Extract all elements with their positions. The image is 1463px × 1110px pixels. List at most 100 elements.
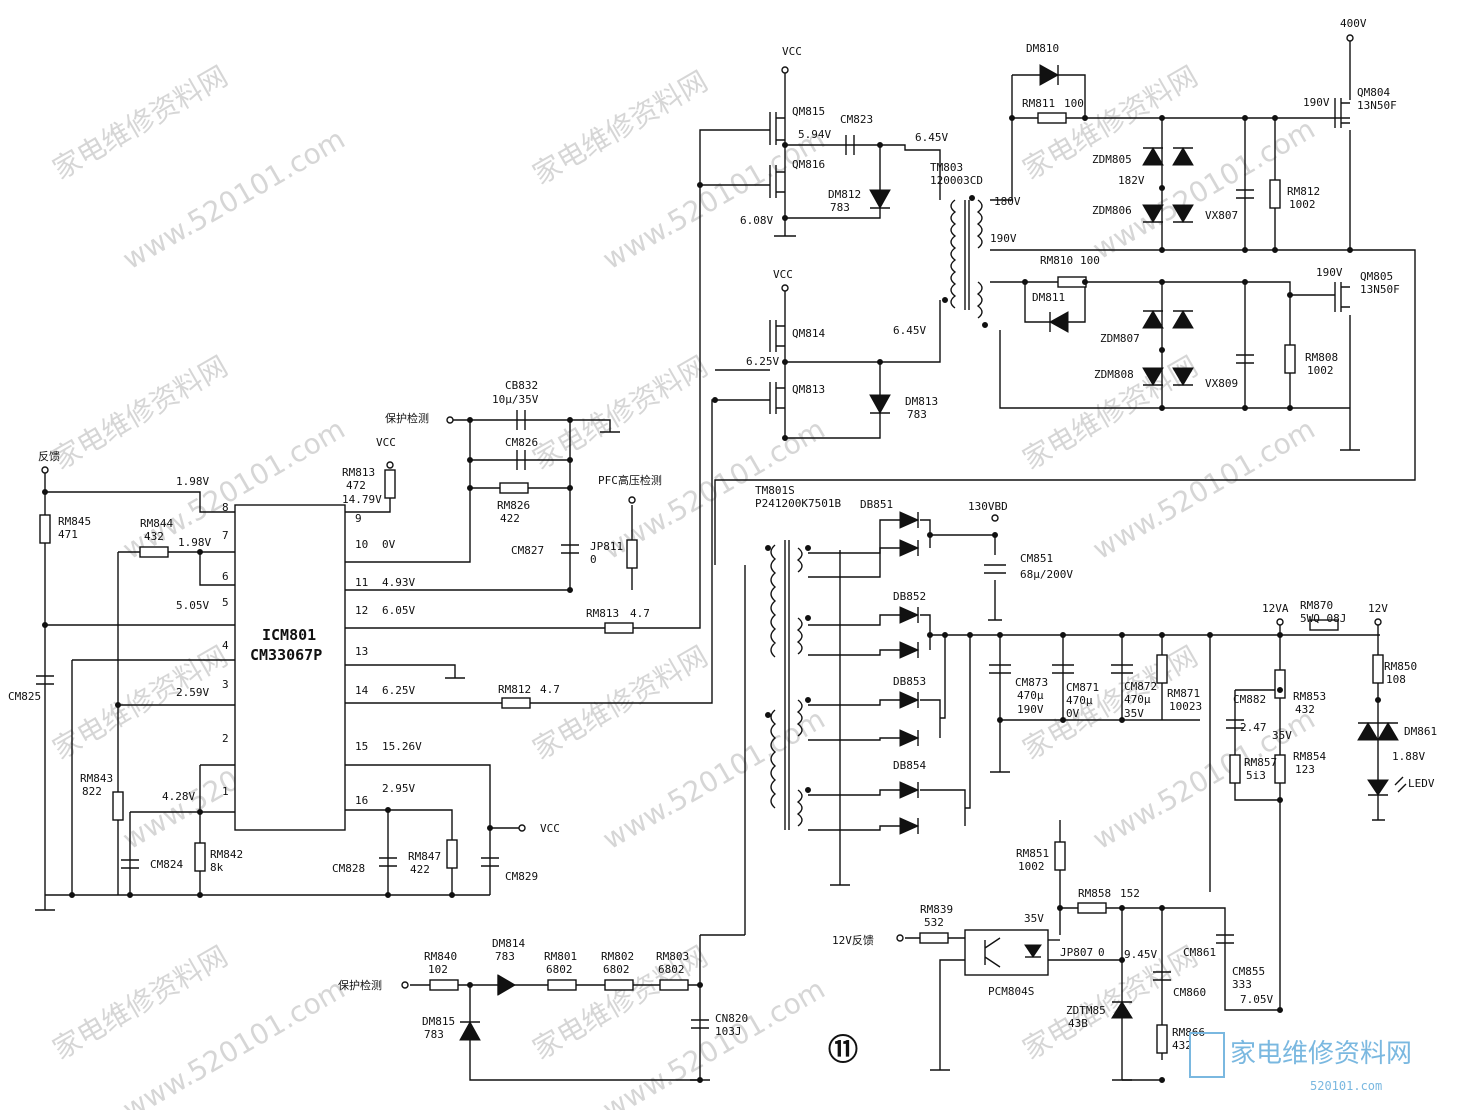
value-ZDM805: 182V xyxy=(1118,174,1145,187)
value-DM814: 783 xyxy=(495,950,515,963)
value-RM839: 532 xyxy=(924,916,944,929)
ref-RM871: RM871 xyxy=(1167,687,1200,700)
component-labels: RM845 471 RM844 432 CM825 RM843 822 CM82… xyxy=(8,42,1437,1052)
ref-PCM804S: PCM804S xyxy=(988,985,1034,998)
pin-number: 4 xyxy=(222,639,229,652)
value-RM851: 1002 xyxy=(1018,860,1045,873)
pin-number: 15 xyxy=(355,740,368,753)
ref-CM826: CM826 xyxy=(505,436,538,449)
value-CM882: 2.47 xyxy=(1240,721,1267,734)
value-RM810: 100 xyxy=(1080,254,1100,267)
volt-247: 7.05V xyxy=(1240,993,1273,1006)
ref-DB851: DB851 xyxy=(860,498,893,511)
pin-voltage: 4.93V xyxy=(382,576,415,589)
value-RM808: 1002 xyxy=(1307,364,1334,377)
value-TM803: 120003CD xyxy=(930,174,983,187)
value-CM851: 68μ/200V xyxy=(1020,568,1073,581)
value-RM813b: 4.7 xyxy=(630,607,650,620)
label-pfc-detect: PFC高压检测 xyxy=(598,473,662,487)
volt-35a: 190V xyxy=(1017,703,1044,716)
pin-number: 16 xyxy=(355,794,368,807)
value-JP807: 0 xyxy=(1098,946,1105,959)
value-RM866: 432 xyxy=(1172,1039,1192,1052)
ref-RM812b: RM812 xyxy=(1287,185,1320,198)
value-QM814: 6.25V xyxy=(746,355,779,368)
ref-QM815: QM815 xyxy=(792,105,825,118)
ref-CM873: CM873 xyxy=(1015,676,1048,689)
watermark-url: www.520101.com xyxy=(1087,412,1321,566)
ic-ref: ICM801 xyxy=(262,626,316,644)
ref-RM839: RM839 xyxy=(920,903,953,916)
pin-number: 14 xyxy=(355,684,369,697)
volt-705: 35V xyxy=(1024,912,1044,925)
ref-RM803: RM803 xyxy=(656,950,689,963)
value-RM858: 152 xyxy=(1120,887,1140,900)
ref-CN820: CN820 xyxy=(715,1012,748,1025)
value-CM873: 470μ xyxy=(1017,689,1044,702)
pin-number: 5 xyxy=(222,596,229,609)
pin-voltage: 1.98V xyxy=(178,536,211,549)
ref-RM812a: RM812 xyxy=(498,683,531,696)
ref-RM850: RM850 xyxy=(1384,660,1417,673)
ref-RM845: RM845 xyxy=(58,515,91,528)
ref-RM813a: RM813 xyxy=(342,466,375,479)
pin-voltage: 0V xyxy=(382,538,396,551)
volt-190: 190V xyxy=(990,232,1017,245)
value-RM840: 102 xyxy=(428,963,448,976)
ref-CM827: CM827 xyxy=(511,544,544,557)
page-number: ⑪ xyxy=(828,1033,858,1068)
volt-35b: 0V xyxy=(1066,707,1080,720)
ref-DB853: DB853 xyxy=(893,675,926,688)
value-RM843: 822 xyxy=(82,785,102,798)
value-RM850: 108 xyxy=(1386,673,1406,686)
ref-DM815: DM815 xyxy=(422,1015,455,1028)
value-RM842: 8k xyxy=(210,861,224,874)
value-RM857: 5i3 xyxy=(1246,769,1266,782)
value-RM844: 432 xyxy=(144,530,164,543)
pin-number: 2 xyxy=(222,732,229,745)
ref-RM801: RM801 xyxy=(544,950,577,963)
pin-voltage: 1.98V xyxy=(176,475,209,488)
site-logo: 家电维修资料网 520101.com xyxy=(1189,1032,1412,1093)
value-RM812a: 4.7 xyxy=(540,683,560,696)
label-protect-detect: 保护检测 xyxy=(385,411,429,425)
volt-180: 180V xyxy=(994,195,1021,208)
pin-number: 3 xyxy=(222,678,229,691)
value-RM845: 471 xyxy=(58,528,78,541)
pin-voltage: 6.05V xyxy=(382,604,415,617)
pin-voltage: 14.79V xyxy=(342,493,382,506)
ref-RM843: RM843 xyxy=(80,772,113,785)
watermark-cn: 家电维修资料网 xyxy=(527,349,713,476)
value-RM853: 432 xyxy=(1295,703,1315,716)
ref-CM828: CM828 xyxy=(332,862,365,875)
ref-QM814: QM814 xyxy=(792,327,825,340)
ref-JP807: JP807 xyxy=(1060,946,1093,959)
ref-RM840: RM840 xyxy=(424,950,457,963)
pin-voltage: 6.25V xyxy=(382,684,415,697)
watermark-url: www.520101.com xyxy=(117,122,351,276)
value-RM811: 100 xyxy=(1064,97,1084,110)
value-DM861: 1.88V xyxy=(1392,750,1425,763)
label-feedback: 反馈 xyxy=(38,450,60,463)
ref-DB854: DB854 xyxy=(893,759,926,772)
value-RM826: 422 xyxy=(500,512,520,525)
ref-LEDV: LEDV xyxy=(1408,777,1435,790)
value-CB832: 10μ/35V xyxy=(492,393,539,406)
ref-CM855: CM855 xyxy=(1232,965,1265,978)
value-QM805: 13N50F xyxy=(1360,283,1400,296)
ref-ZDM806: ZDM806 xyxy=(1092,204,1132,217)
pin-voltage: 5.05V xyxy=(176,599,209,612)
ref-QM813: QM813 xyxy=(792,383,825,396)
value-QM815: 5.94V xyxy=(798,128,831,141)
pin-number: 12 xyxy=(355,604,368,617)
ref-QM804: QM804 xyxy=(1357,86,1390,99)
pin-number: 6 xyxy=(222,570,229,583)
ref-CM860: CM860 xyxy=(1173,986,1206,999)
watermark-cn: 家电维修资料网 xyxy=(47,349,233,476)
label-vcc: VCC xyxy=(773,268,793,281)
watermark-url: www.520101.com xyxy=(1087,112,1321,266)
pin-number: 8 xyxy=(222,501,229,514)
ref-DM811: DM811 xyxy=(1032,291,1065,304)
value-QM804: 13N50F xyxy=(1357,99,1397,112)
